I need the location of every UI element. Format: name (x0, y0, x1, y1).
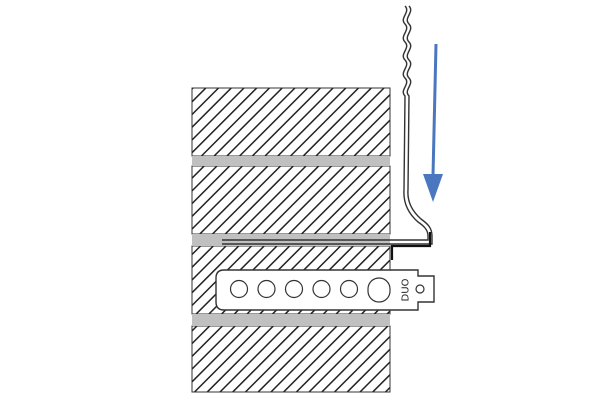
wire-tie (222, 5, 429, 241)
tie-plate-hole (257, 279, 276, 299)
tie-plate-holes (229, 279, 359, 299)
tie-plate-slot (367, 277, 391, 303)
tie-plate-hole (312, 279, 331, 299)
tie-label: DUO (401, 278, 412, 301)
brick-course-2 (191, 165, 391, 235)
tie-clip (390, 232, 432, 260)
brick-course-1 (191, 87, 391, 157)
tie-plate-hole (339, 279, 359, 299)
insert-arrow-shaft (431, 43, 438, 177)
mortar-joint-1 (192, 156, 390, 166)
tie-plate-tab-hole (415, 284, 425, 294)
insert-arrow-head (423, 174, 443, 202)
tie-plate-hole (229, 279, 249, 299)
brick-course-4 (191, 325, 391, 393)
wire-tie-inner (222, 5, 433, 245)
tie-plate-hole (284, 279, 304, 299)
mortar-joint-3 (192, 314, 390, 326)
